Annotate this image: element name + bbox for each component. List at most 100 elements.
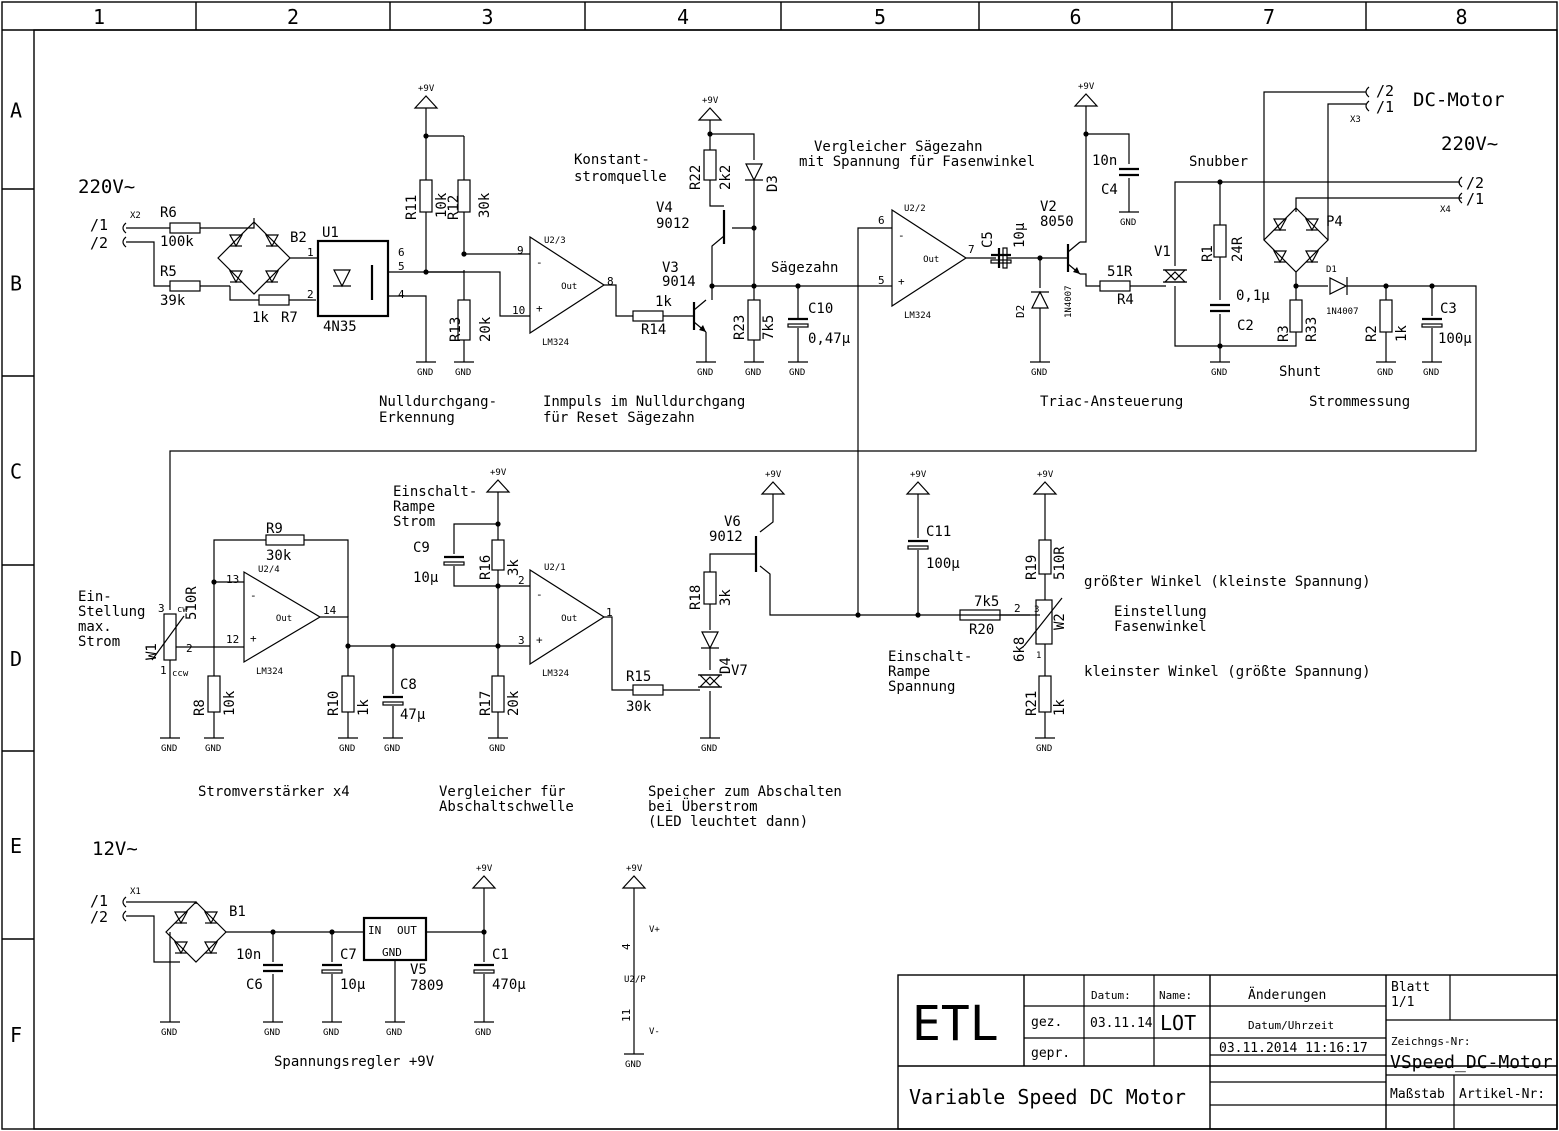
wiring	[126, 91, 1477, 1054]
r19	[1038, 539, 1052, 575]
label-c5: C5	[980, 231, 996, 248]
title-block-gez-name: LOT	[1160, 1011, 1196, 1035]
label-v6: V6	[724, 514, 741, 530]
label-r9: R9	[266, 521, 283, 537]
label-gnd: GND	[264, 1028, 280, 1038]
label-p4: P4	[1326, 214, 1343, 230]
plus-sign: +	[898, 275, 905, 288]
triac-ansteuerung-label: Triac-Ansteuerung	[1040, 394, 1183, 410]
einschalt-rampe-strom-label: Einschalt-	[393, 484, 477, 500]
b1-bridge-diode	[203, 941, 219, 955]
label-u21p1: 1	[606, 606, 613, 619]
wire	[425, 122, 464, 137]
r3	[1289, 299, 1303, 333]
grid-column-1: 1	[93, 5, 105, 29]
label-u22: U2/2	[904, 204, 926, 214]
label-r14: R14	[641, 322, 666, 338]
grid-row-F: F	[10, 1023, 22, 1047]
label-out: Out	[276, 614, 292, 624]
label-v3: V3	[662, 260, 679, 276]
label-u2p: U2/P	[624, 975, 646, 985]
label-gnd: GND	[789, 368, 805, 378]
title-block-gepr-label: gepr.	[1031, 1046, 1070, 1061]
label-pn1: 1	[160, 664, 167, 677]
label-einstfas2: Fasenwinkel	[1114, 619, 1207, 635]
label-gnd: GND	[1423, 368, 1439, 378]
label-x2: X2	[130, 211, 141, 221]
label-c2: C2	[1237, 318, 1254, 334]
grid-row-B: B	[10, 272, 22, 296]
label-vcc: +9V	[418, 84, 435, 94]
grid-row-E: E	[10, 834, 22, 858]
stromverstaerker-label: Stromverstärker x4	[198, 784, 350, 800]
title-block-gez-label: gez.	[1031, 1015, 1062, 1030]
minus-sign: -	[250, 589, 257, 602]
label-lm324: LM324	[904, 311, 931, 321]
label-c8: C8	[400, 677, 417, 693]
wire	[213, 539, 266, 583]
label-x3: X3	[1350, 115, 1361, 125]
label-d2: D2	[1014, 305, 1027, 318]
label-v7: V7	[731, 663, 748, 679]
label-r15v: 30k	[626, 699, 652, 715]
label-vcc: +9V	[765, 470, 782, 480]
wire	[126, 241, 170, 287]
label-c9: C9	[413, 540, 430, 556]
label-u24: U2/4	[258, 565, 280, 575]
label-u22p7: 7	[968, 243, 975, 256]
label-u1p2: 2	[307, 288, 314, 301]
wire	[1080, 134, 1087, 243]
plus-sign: +	[536, 633, 543, 646]
wire	[426, 271, 465, 300]
x2-pin1	[122, 222, 127, 234]
minus-sign: -	[898, 229, 905, 242]
label-r17v: 20k	[506, 690, 522, 716]
impuls-label: Inmpuls im Nulldurchgang	[543, 394, 745, 410]
label-v4v: 9012	[656, 216, 690, 232]
label-u23: U2/3	[544, 236, 566, 246]
wire	[229, 286, 259, 301]
label-gnd: GND	[745, 368, 761, 378]
label-c4v: 10n	[1092, 153, 1117, 169]
components	[122, 86, 1463, 1055]
vergleicher-abschalt-label: Vergleicher für	[439, 784, 565, 800]
label-r13v: 20k	[478, 316, 494, 342]
label-v6v: 9012	[709, 529, 743, 545]
label-r2v: 1k	[1394, 325, 1410, 342]
grid-row-D: D	[10, 647, 22, 671]
title-block-logo: ETL	[912, 996, 999, 1052]
label-r19: R19	[1024, 555, 1040, 580]
speicher-label: Speicher zum Abschalten	[648, 784, 842, 800]
label-gnd: GND	[1036, 744, 1052, 754]
x1-pin1	[122, 896, 127, 908]
b1-bridge-diode	[203, 911, 219, 925]
r5	[169, 280, 201, 292]
label-vin: IN	[368, 924, 381, 937]
junction-dot	[751, 283, 757, 289]
label-c2v: 0,1μ	[1236, 288, 1270, 304]
label-u22p5: 5	[878, 274, 885, 287]
einstellung-fasenwinkel-label: Einstellung	[1114, 604, 1207, 620]
wire	[710, 133, 755, 160]
wire	[388, 295, 427, 362]
title-block-title: Variable Speed DC Motor	[909, 1085, 1186, 1109]
junction-dot	[481, 929, 487, 935]
label-out: Out	[561, 282, 577, 292]
label-gnd: GND	[386, 1028, 402, 1038]
wire	[1085, 120, 1130, 164]
label-pin1: /1	[90, 216, 108, 234]
label-r20: R20	[969, 622, 994, 638]
minus-sign: -	[536, 256, 543, 269]
label-c1: C1	[492, 947, 509, 963]
label-gnd: GND	[625, 1060, 641, 1070]
r6	[169, 222, 201, 234]
label-gnd: GND	[1031, 368, 1047, 378]
x3-pin2	[1365, 86, 1370, 98]
label-r8: R8	[192, 699, 208, 716]
label-d4: D4	[718, 657, 734, 674]
label-r10: R10	[326, 691, 342, 716]
label-r18v: 3k	[718, 589, 734, 606]
label-c11v: 100μ	[926, 556, 960, 572]
label-pin2: /2	[90, 908, 108, 926]
